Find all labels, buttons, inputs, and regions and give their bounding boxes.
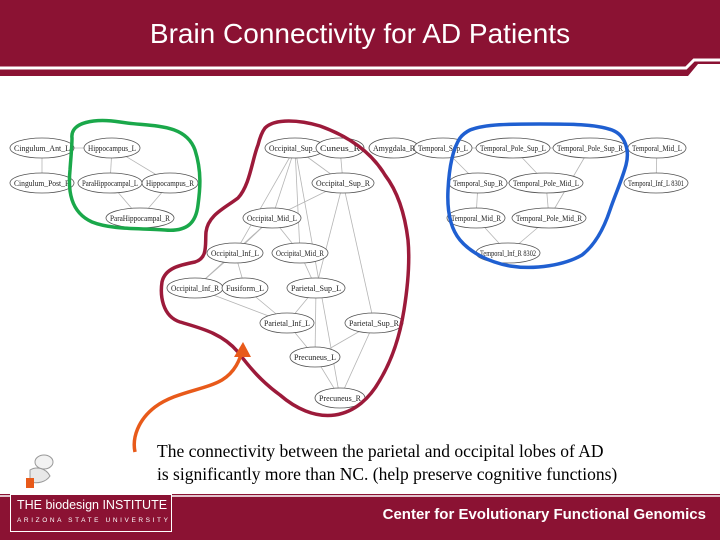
arrow-to-parietal	[132, 347, 245, 453]
node-label: Temporal_Inf_L 8301	[628, 178, 684, 188]
node-temporal_inf_l: Temporal_Inf_L 8301	[623, 172, 689, 194]
node-label: Cingulum_Post_R	[14, 178, 70, 188]
edge-parietal_sup_r-precuneus_r	[339, 322, 375, 399]
node-cingulum_ant_l: Cingulum_Ant_L	[9, 137, 75, 159]
node-ellipse	[311, 172, 375, 194]
node-label: Parietal_Sup_L	[291, 283, 341, 293]
node-ellipse	[141, 172, 199, 194]
node-occipital_mid_l: Occipital_Mid_L	[242, 207, 302, 229]
node-label: Hippocampus_R	[146, 178, 194, 188]
node-label: Occipital_Sup_R	[316, 178, 370, 188]
group-outline-maroon	[159, 119, 411, 418]
node-temporal_pole_mid_r: Temporal_Pole_Mid_R	[511, 207, 587, 229]
node-label: Occipital_Mid_R	[276, 248, 324, 258]
node-label: ParaHippocampal_L	[82, 178, 138, 188]
edge-parietal_sup_l-precuneus_l	[314, 287, 317, 358]
group-outline-blue	[446, 122, 630, 270]
node-label: Cingulum_Ant_L	[14, 143, 70, 153]
node-ellipse	[221, 277, 269, 299]
edge-occipital_sup_r-parietal_sup_l	[315, 182, 344, 289]
node-temporal_sup_r: Temporal_Sup_R	[448, 172, 508, 194]
node-ellipse	[83, 137, 141, 159]
node-temporal_sup_l: Temporal_Sup_L	[413, 137, 473, 159]
node-ellipse	[508, 172, 584, 194]
node-hippocampus_l: Hippocampus_L	[83, 137, 141, 159]
node-parahippocampal_r: ParaHippocampal_R	[105, 207, 175, 229]
node-ellipse	[511, 207, 587, 229]
node-parietal_inf_l: Parietal_Inf_L	[259, 312, 315, 334]
node-ellipse	[242, 207, 302, 229]
node-hippocampus_r: Hippocampus_R	[141, 172, 199, 194]
node-ellipse	[289, 346, 341, 368]
arrow-head	[234, 342, 251, 357]
node-label: Hippocampus_L	[88, 143, 136, 153]
node-temporal_pole_sup_l: Temporal_Pole_Sup_L	[475, 137, 551, 159]
node-precuneus_l: Precuneus_L	[289, 346, 341, 368]
node-label: Fusiform_L	[226, 283, 264, 293]
edge-occipital_sup_l-occipital_inf_l	[234, 147, 296, 254]
node-label: Temporal_Pole_Mid_R	[516, 213, 582, 223]
node-label: Precuneus_L	[294, 352, 336, 362]
node-occipital_inf_r: Occipital_Inf_R	[166, 277, 224, 299]
node-label: Amygdala_R	[373, 143, 415, 153]
node-occipital_mid_r: Occipital_Mid_R	[271, 242, 329, 264]
node-label: Temporal_Mid_R	[451, 213, 501, 223]
node-label: Temporal_Sup_R	[453, 178, 503, 188]
node-amygdala_r: Amygdala_R	[368, 137, 420, 159]
group-outline-green	[67, 118, 202, 232]
logo-bottom-text: ARIZONA STATE UNIVERSITY	[17, 517, 171, 524]
node-temporal_mid_l: Temporal_Mid_L	[627, 137, 687, 159]
node-label: Occipital_Sup_L	[269, 143, 321, 153]
node-temporal_pole_mid_l: Temporal_Pole_Mid_L	[508, 172, 584, 194]
node-label: ParaHippocampal_R	[110, 213, 170, 223]
node-parahippocampal_l: ParaHippocampal_L	[77, 172, 143, 194]
node-label: Precuneus_R	[319, 393, 361, 403]
node-cingulum_post_r: Cingulum_Post_R	[9, 172, 75, 194]
node-label: Temporal_Sup_L	[418, 143, 468, 153]
footer-org-name: Center for Evolutionary Functional Genom…	[382, 506, 706, 523]
node-ellipse	[475, 137, 551, 159]
node-ellipse	[623, 172, 689, 194]
node-ellipse	[446, 207, 506, 229]
node-ellipse	[271, 242, 329, 264]
node-parietal_sup_r: Parietal_Sup_R	[344, 312, 404, 334]
node-temporal_mid_r: Temporal_Mid_R	[446, 207, 506, 229]
node-label: Occipital_Mid_L	[247, 213, 297, 223]
node-label: Temporal_Inf_R 8302	[480, 248, 536, 258]
caption-line-2: is significantly more than NC. (help pre…	[157, 464, 618, 484]
node-temporal_pole_sup_r: Temporal_Pole_Sup_R	[552, 137, 628, 159]
caption-line-1: The connectivity between the parietal an…	[157, 441, 604, 461]
node-label: Occipital_Inf_R	[171, 283, 219, 293]
node-label: Cuneus_R	[320, 143, 360, 153]
edge-occipital_sup_l-occipital_mid_l	[271, 147, 296, 219]
node-label: Occipital_Inf_L	[211, 248, 259, 258]
node-label: Parietal_Sup_R	[349, 318, 399, 328]
node-ellipse	[9, 137, 75, 159]
node-ellipse	[206, 242, 264, 264]
node-precuneus_r: Precuneus_R	[314, 387, 366, 409]
edge-occipital_sup_r-parietal_sup_r	[342, 182, 375, 324]
edge-occipital_sup_l-occipital_mid_r	[294, 147, 301, 254]
node-parietal_sup_l: Parietal_Sup_L	[286, 277, 346, 299]
node-label: Temporal_Mid_L	[632, 143, 682, 153]
slide-title: Brain Connectivity for AD Patients	[149, 18, 571, 49]
node-label: Temporal_Pole_Sup_L	[480, 143, 546, 153]
node-occipital_inf_l: Occipital_Inf_L	[206, 242, 264, 264]
nodes: Cingulum_Ant_L Hippocampus_L Cingulum_Post…	[9, 137, 689, 409]
title-bar	[0, 0, 720, 76]
node-occipital_sup_r: Occipital_Sup_R	[311, 172, 375, 194]
node-cuneus_r: Cuneus_R	[315, 137, 365, 159]
node-fusiform_l: Fusiform_L	[221, 277, 269, 299]
node-ellipse	[9, 172, 75, 194]
node-label: Temporal_Pole_Mid_L	[513, 178, 579, 188]
node-label: Parietal_Inf_L	[264, 318, 310, 328]
mascot-icon	[26, 454, 54, 488]
node-ellipse	[259, 312, 315, 334]
biodesign-logo: THE biodesign INSTITUTE ARIZONA STATE UN…	[10, 494, 172, 532]
node-ellipse	[286, 277, 346, 299]
node-label: Temporal_Pole_Sup_R	[557, 143, 623, 153]
logo-top-text: THE biodesign INSTITUTE	[17, 498, 168, 512]
caption: The connectivity between the parietal an…	[157, 440, 702, 486]
